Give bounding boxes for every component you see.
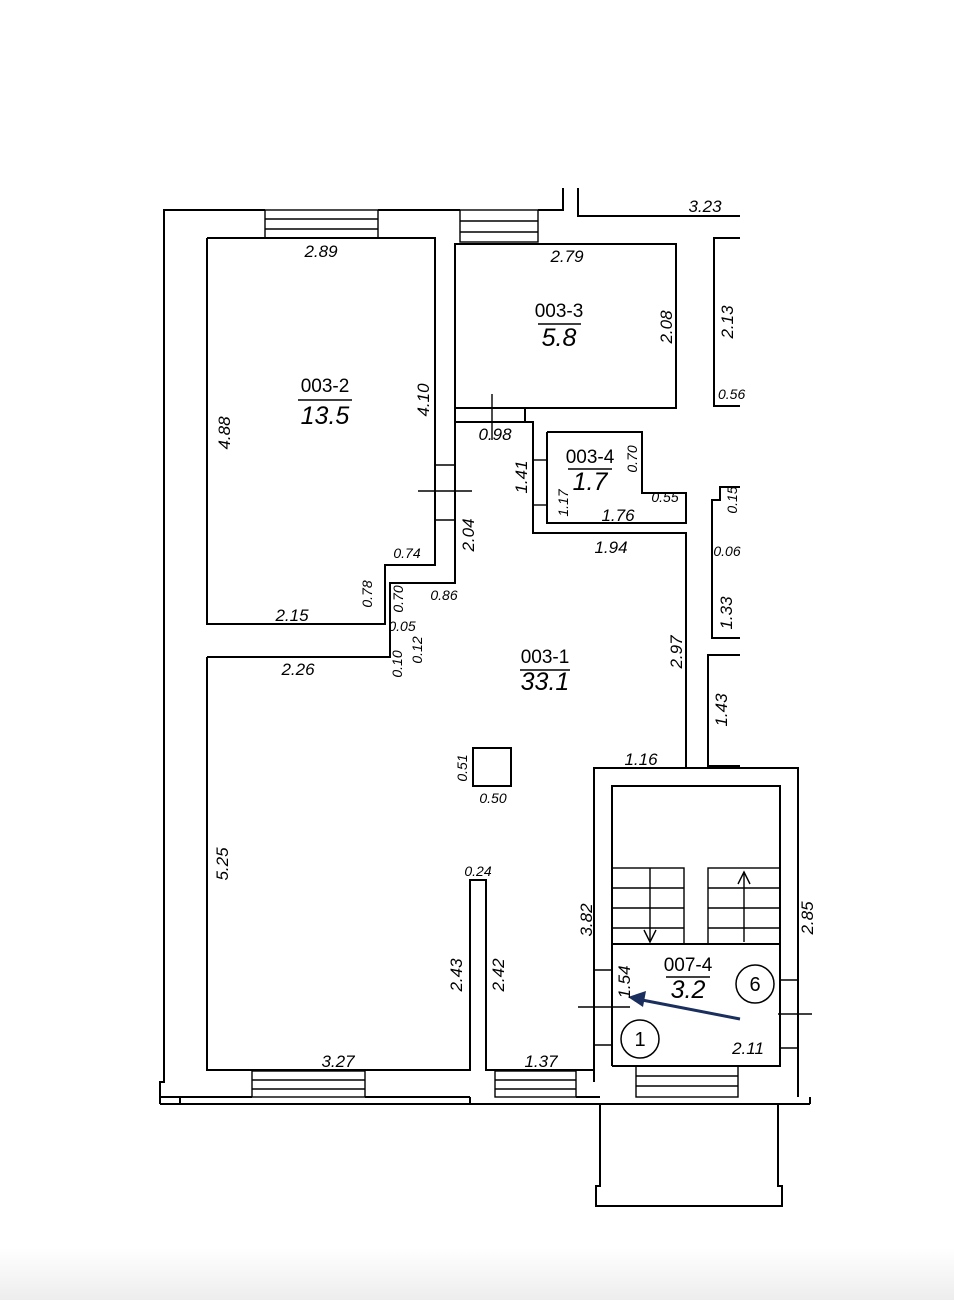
dim-label: 0.70 — [390, 585, 406, 612]
dim-label: 0.86 — [430, 587, 457, 603]
dim-label: 0.50 — [479, 790, 506, 806]
dim-label: 0.51 — [454, 754, 470, 781]
marker-1: 1 — [620, 1019, 660, 1059]
dim-label: 1.54 — [615, 965, 634, 998]
dim-label: 2.43 — [447, 958, 466, 993]
dim-label: 5.25 — [213, 847, 232, 881]
dim-label: 0.78 — [359, 580, 375, 607]
entrance-porch — [595, 1104, 783, 1207]
stairwell-walls — [578, 767, 812, 1097]
dim-label: 3.27 — [321, 1052, 355, 1071]
room-code: 003-1 — [521, 647, 570, 668]
dim-label: 2.08 — [657, 310, 676, 345]
room-label-007-4: 007-4 3.2 — [664, 955, 713, 1004]
room-003-2-outline — [206, 237, 436, 625]
dim-label: 2.04 — [459, 518, 478, 552]
right-partial-walls — [707, 237, 740, 767]
marker-1-label: 1 — [634, 1029, 645, 1051]
room-area: 5.8 — [542, 324, 577, 352]
dim-label: 0.56 — [718, 386, 745, 402]
marker-6-label: 6 — [749, 974, 760, 996]
room-label-003-3: 003-3 5.8 — [535, 301, 584, 352]
stairs — [611, 867, 781, 945]
dim-label: 2.26 — [280, 660, 315, 679]
dim-label: 1.76 — [601, 506, 635, 525]
dimension-labels: 3.23 2.89 2.79 2.08 2.13 0.56 4.88 4.10 … — [213, 197, 817, 1071]
dim-label: 2.15 — [274, 606, 309, 625]
window-bottom-right — [635, 1065, 739, 1098]
room-area: 13.5 — [301, 402, 350, 430]
dim-label: 0.10 — [389, 650, 405, 677]
entry-direction-arrow — [628, 991, 741, 1021]
dim-label: 0.74 — [393, 545, 420, 561]
dim-label: 1.16 — [624, 750, 658, 769]
dim-label: 1.33 — [717, 596, 736, 630]
dim-label: 2.11 — [731, 1039, 764, 1058]
column-pillar — [472, 747, 512, 787]
dim-label: 0.55 — [651, 489, 678, 505]
dim-label: 0.70 — [624, 445, 640, 472]
dim-label: 2.85 — [798, 901, 817, 936]
dim-label: 2.97 — [667, 635, 686, 670]
room-label-003-2: 003-2 13.5 — [298, 376, 352, 430]
room-code: 007-4 — [664, 955, 713, 976]
dim-label: 1.37 — [524, 1052, 558, 1071]
dim-label: 0.06 — [713, 543, 740, 559]
dim-label: 0.05 — [388, 618, 415, 634]
room-area: 1.7 — [573, 468, 609, 496]
dim-label: 1.17 — [555, 488, 571, 516]
window-bottom-middle — [494, 1070, 577, 1098]
window-top-middle — [459, 209, 539, 243]
dim-label: 0.12 — [409, 636, 425, 663]
dim-label: 4.88 — [215, 416, 234, 450]
dim-label: 0.98 — [478, 425, 512, 444]
dim-label: 2.79 — [549, 247, 584, 266]
dim-label: 4.10 — [414, 383, 433, 417]
room-code: 003-4 — [566, 447, 615, 468]
room-label-003-1: 003-1 33.1 — [520, 647, 570, 696]
dim-label: 3.23 — [688, 197, 722, 216]
dim-label: 3.82 — [577, 903, 596, 937]
outer-walls — [159, 188, 811, 1105]
marker-6: 6 — [735, 964, 775, 1004]
dim-label: 2.42 — [489, 958, 508, 993]
dim-label: 2.13 — [718, 305, 737, 340]
room-area: 3.2 — [671, 976, 706, 1004]
room-label-003-4: 003-4 1.7 — [566, 447, 615, 496]
room-area: 33.1 — [521, 668, 570, 696]
window-top-left — [264, 209, 379, 239]
dim-label: 0.15 — [724, 486, 740, 513]
dim-label: 1.43 — [712, 693, 731, 727]
bottom-bar — [0, 1248, 954, 1300]
dim-label: 0.24 — [464, 863, 491, 879]
room-003-4-outline — [546, 431, 687, 524]
room-003-3-outline — [454, 243, 677, 409]
room-code: 003-3 — [535, 301, 584, 322]
dim-label: 2.89 — [303, 242, 338, 261]
dim-label: 1.94 — [594, 538, 627, 557]
dim-label: 1.41 — [512, 460, 531, 493]
room-code: 003-2 — [301, 376, 350, 397]
window-bottom-left — [251, 1070, 366, 1098]
